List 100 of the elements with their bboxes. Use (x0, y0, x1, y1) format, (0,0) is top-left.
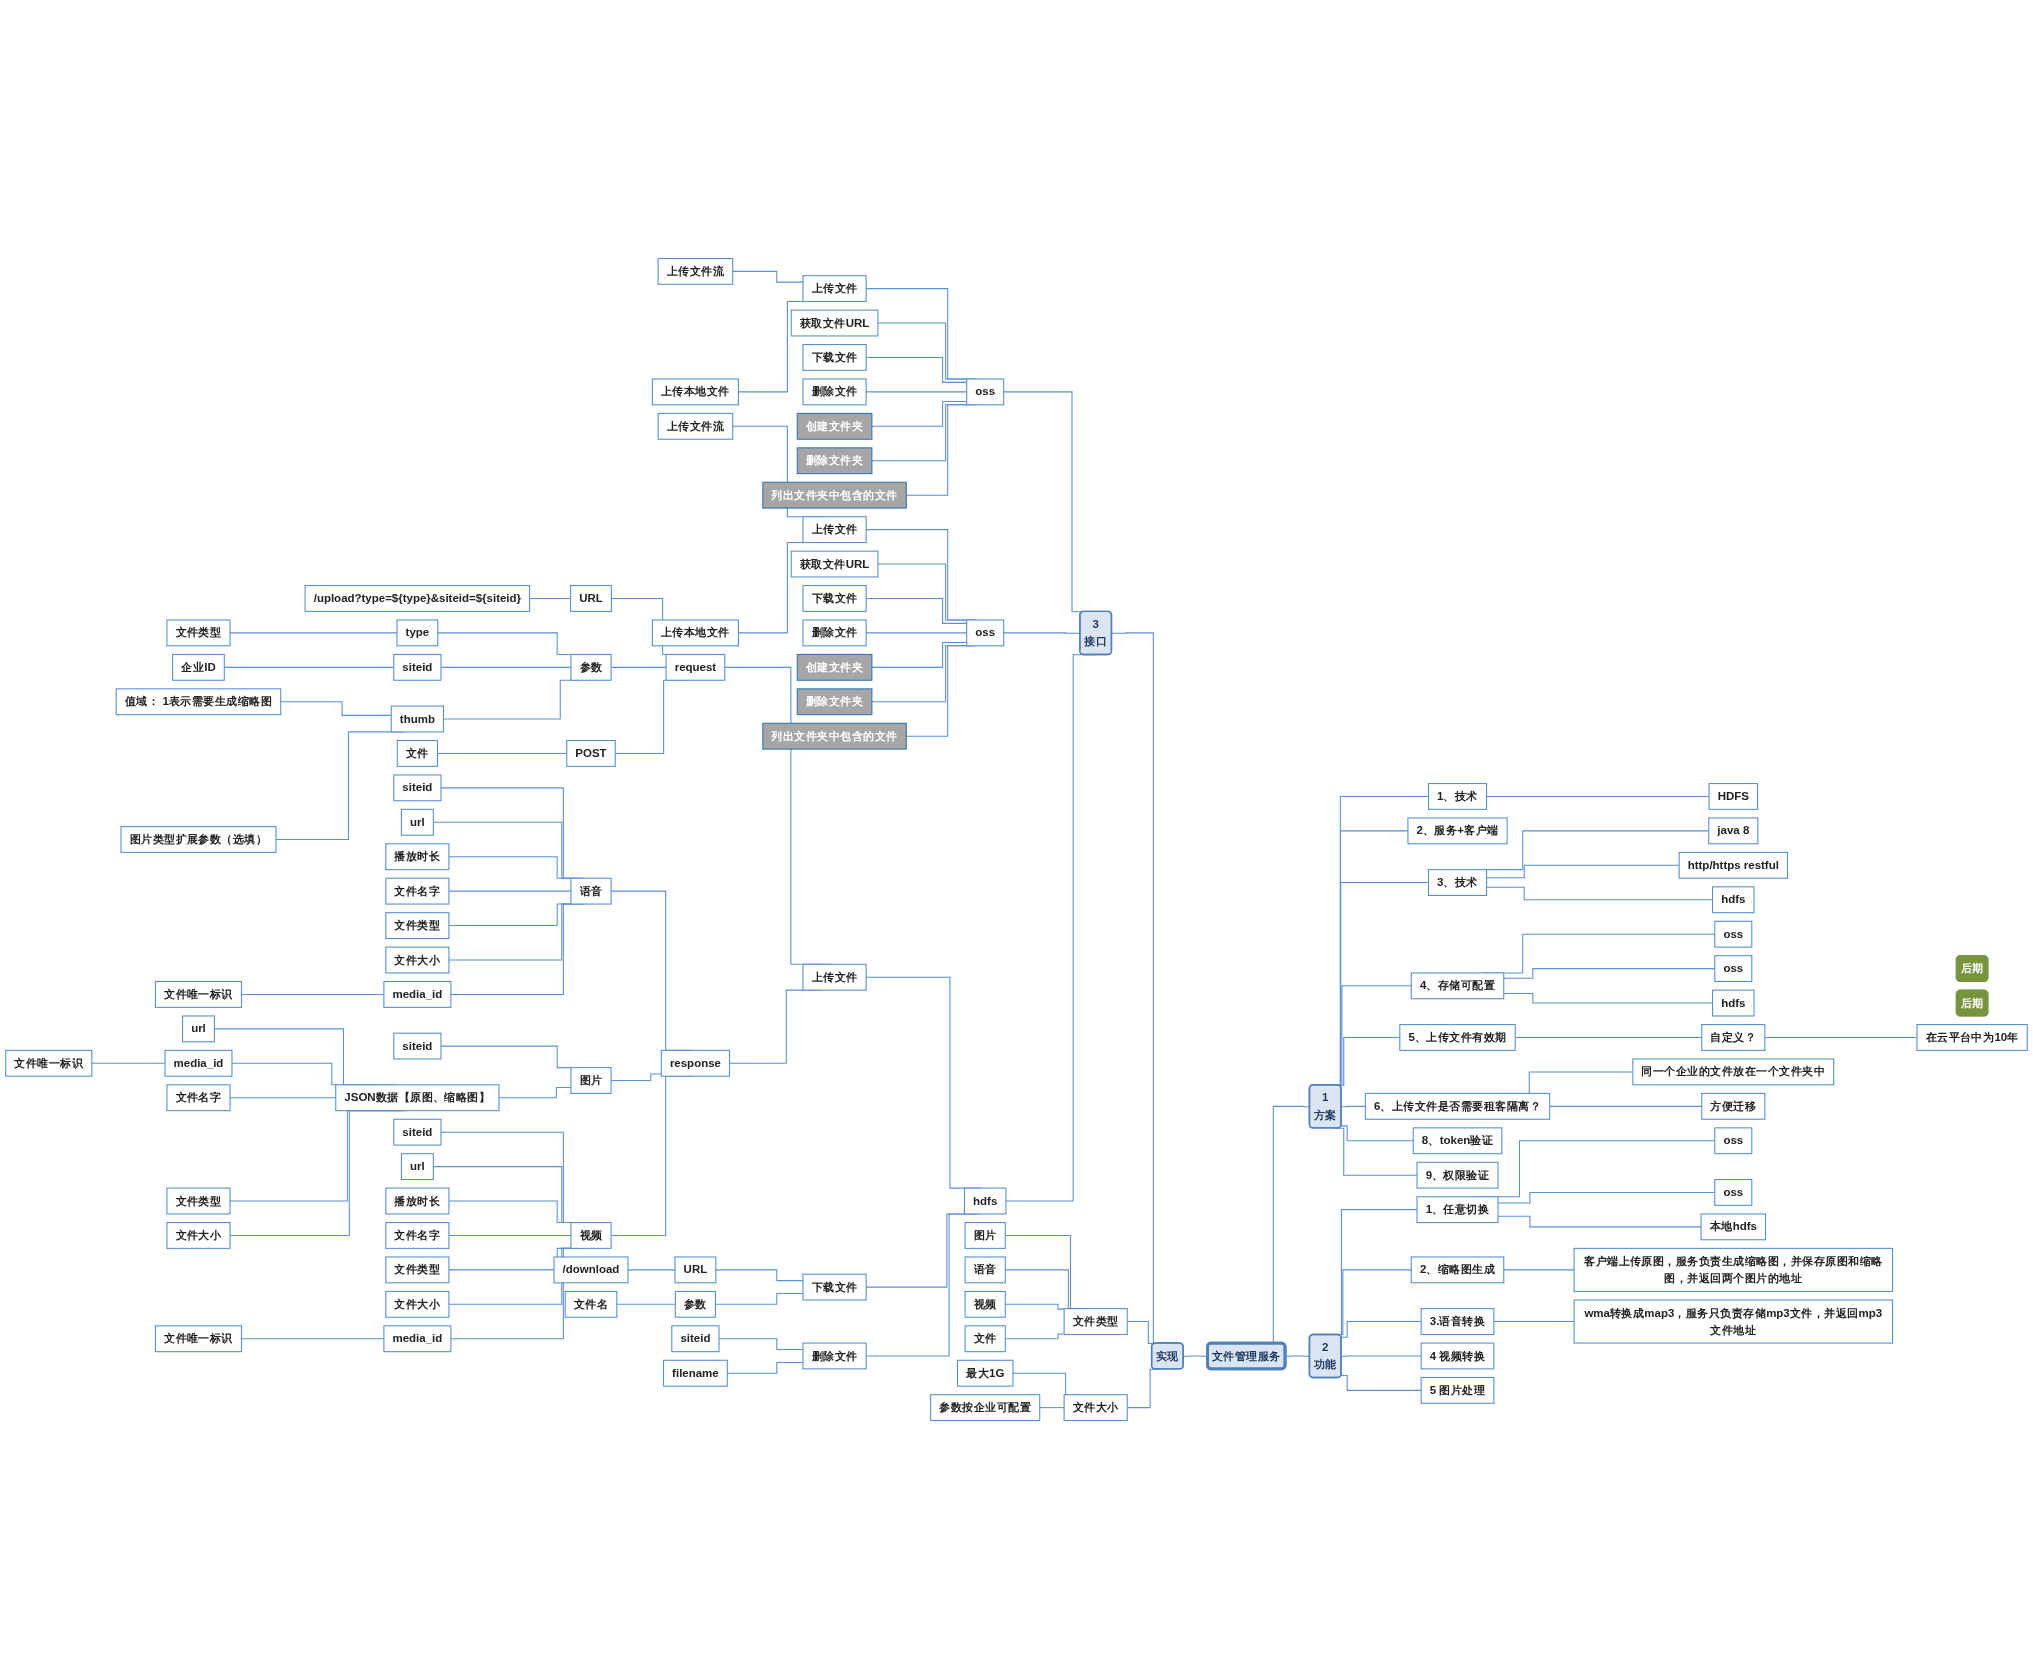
node-box (802, 344, 867, 371)
node-box (1714, 1178, 1753, 1206)
node-box (570, 1067, 612, 1094)
node-box (657, 412, 734, 440)
connector (1340, 1321, 1422, 1338)
node-box (400, 808, 434, 836)
node-box (164, 1049, 233, 1077)
node-box (393, 1118, 442, 1146)
node-box (400, 1153, 434, 1181)
node-box (762, 722, 907, 750)
node-box (383, 981, 452, 1008)
node-box (964, 1222, 1006, 1249)
node-box (393, 774, 442, 802)
node-box (1573, 1247, 1894, 1292)
node-box (390, 705, 445, 733)
connector (627, 1269, 676, 1271)
node-box (802, 378, 867, 406)
node-box (1412, 1127, 1503, 1155)
connector (732, 270, 804, 283)
node-box (657, 257, 734, 285)
connector (1503, 1269, 1575, 1271)
node-box (1427, 869, 1488, 896)
node-box (1420, 1342, 1495, 1370)
node-box (385, 1222, 450, 1249)
node-box (1678, 851, 1789, 879)
connector (616, 1303, 676, 1305)
node-box (120, 826, 277, 853)
node-box (802, 275, 867, 303)
node-box (396, 739, 438, 767)
node-box (385, 946, 450, 974)
connector (1039, 1407, 1065, 1409)
node-box (651, 378, 739, 406)
node-box (385, 877, 450, 905)
node-box (790, 309, 879, 337)
node-box (166, 1084, 231, 1112)
node-box (1063, 1394, 1128, 1422)
node-box (662, 1359, 728, 1387)
node-box (1701, 1092, 1766, 1120)
node-box (762, 481, 907, 509)
node-box (651, 619, 739, 647)
node-box (385, 1290, 450, 1318)
node-box (570, 653, 612, 681)
node-box (796, 688, 873, 716)
node-box (166, 1222, 231, 1249)
node-box (1632, 1058, 1835, 1086)
node-box (154, 1325, 243, 1353)
node-box (665, 653, 726, 681)
connector (1340, 1105, 1366, 1108)
node-box (5, 1049, 93, 1077)
node-box (796, 412, 873, 440)
node-box (393, 1032, 442, 1060)
node-box (802, 585, 867, 612)
node-box (570, 585, 612, 612)
node-box (385, 843, 450, 871)
node-box (674, 1256, 717, 1284)
node-box (1364, 1092, 1551, 1120)
node-box (115, 688, 282, 716)
node-box (1714, 920, 1753, 948)
node-box (385, 912, 450, 940)
node-box (570, 877, 612, 905)
node-box (1916, 1024, 2028, 1051)
node-box (385, 1187, 450, 1215)
node-box (1712, 989, 1755, 1017)
node-box (956, 1359, 1014, 1387)
node-box (1063, 1308, 1128, 1335)
connector (1486, 795, 1710, 797)
node-box (1416, 1161, 1499, 1189)
node-box (564, 1290, 618, 1318)
node-box (1427, 783, 1488, 810)
node-box (383, 1325, 452, 1353)
node-box (1420, 1308, 1495, 1335)
node-box (964, 1325, 1006, 1353)
node-box (1407, 817, 1508, 845)
node-box (1712, 886, 1755, 914)
node-box (172, 653, 225, 681)
connector (1340, 1374, 1422, 1391)
connector (1486, 864, 1680, 879)
node-box (802, 963, 867, 991)
node-box (1701, 1024, 1766, 1051)
connector (280, 701, 392, 716)
node-box (660, 1049, 731, 1077)
node-box (335, 1084, 500, 1112)
node-box (966, 619, 1005, 647)
node-box (802, 516, 867, 544)
node-box (1714, 955, 1753, 983)
connector (1493, 1321, 1575, 1323)
node-box (393, 653, 442, 681)
node-box (796, 653, 873, 681)
node-box (1399, 1024, 1516, 1051)
node-box (674, 1290, 717, 1318)
node-box (385, 1256, 450, 1284)
node-box (802, 1273, 867, 1301)
node-box (1708, 817, 1759, 845)
node-box (154, 981, 243, 1008)
node-box (1416, 1196, 1499, 1224)
node-box (1420, 1376, 1495, 1404)
node-box (1410, 1256, 1505, 1284)
connector (1340, 1125, 1414, 1142)
node-box (802, 619, 867, 647)
node-box (1700, 1213, 1767, 1241)
